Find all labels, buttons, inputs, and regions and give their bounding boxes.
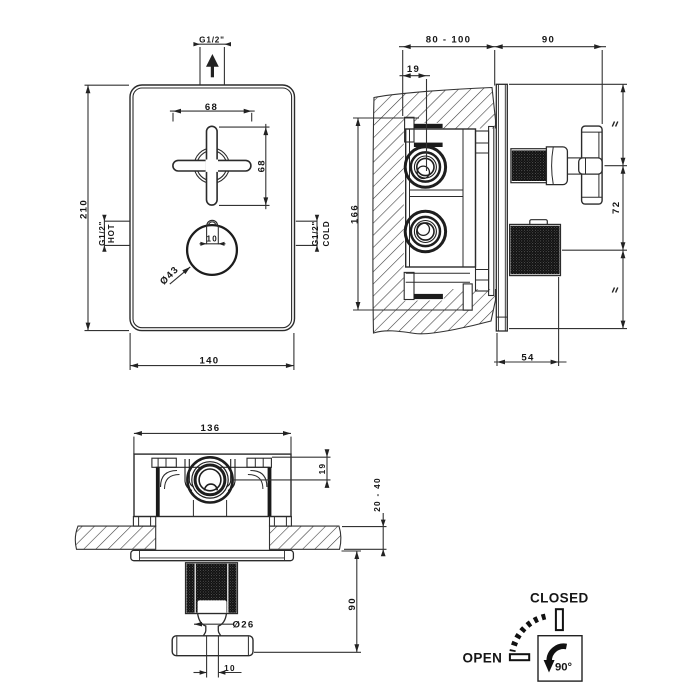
svg-text:10: 10 [224,664,236,673]
svg-text:CLOSED: CLOSED [530,591,589,606]
svg-text:140: 140 [200,356,220,367]
svg-text:G1/2": G1/2" [98,221,107,246]
svg-text:68: 68 [256,159,267,172]
svg-text:COLD: COLD [322,221,331,247]
svg-text:136: 136 [201,423,221,434]
svg-text:210: 210 [79,199,90,219]
svg-text:90°: 90° [555,662,573,674]
svg-text:Ø26: Ø26 [232,620,254,631]
svg-text:90: 90 [347,597,358,610]
svg-text:G1/2": G1/2" [311,221,320,246]
svg-text:72: 72 [611,201,622,214]
svg-text:10: 10 [207,235,219,244]
svg-text:90: 90 [542,35,555,46]
svg-text:19: 19 [407,64,420,75]
svg-text:54: 54 [521,352,534,363]
svg-text:166: 166 [349,204,360,224]
svg-text:68: 68 [205,102,218,113]
svg-text:HOT: HOT [107,224,116,243]
svg-text:19: 19 [318,463,327,475]
svg-text:80 - 100: 80 - 100 [426,35,472,46]
svg-text:20 - 40: 20 - 40 [373,477,382,512]
svg-text:G1/2": G1/2" [199,35,225,44]
svg-text:OPEN: OPEN [462,651,502,666]
